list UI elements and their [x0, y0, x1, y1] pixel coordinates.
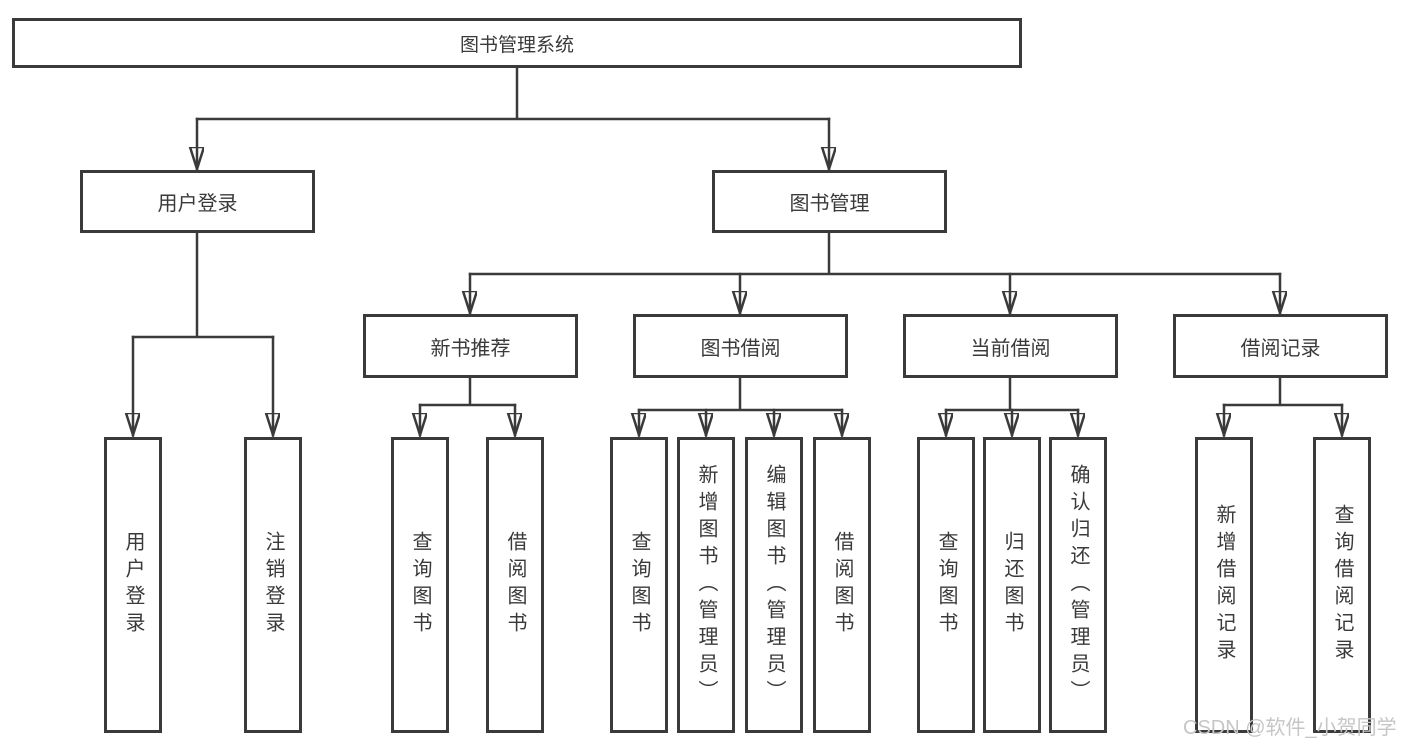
node-book-borrowing: 图书借阅 — [633, 314, 848, 378]
node-user-login: 用户登录 — [80, 170, 315, 233]
leaf-borrow-books-newbook: 借阅图书 — [486, 437, 544, 733]
leaf-query-books-current: 查询图书 — [917, 437, 975, 733]
node-label: 编辑图书（管理员） — [763, 463, 785, 707]
edge-borrow-records-children — [1224, 376, 1342, 435]
node-label: 查询图书 — [628, 531, 650, 639]
node-label: 注销登录 — [262, 531, 284, 639]
leaf-return-books: 归还图书 — [983, 437, 1041, 733]
edge-new-book-children — [420, 376, 515, 435]
edge-book-management-children — [470, 231, 1280, 313]
edge-root-to-branches — [197, 66, 829, 169]
edge-user-login-children — [133, 231, 273, 435]
leaf-add-borrow-record: 新增借阅记录 — [1195, 437, 1253, 733]
node-label: 用户登录 — [122, 531, 144, 639]
node-label: 新增借阅记录 — [1213, 504, 1235, 666]
edge-book-borrow-children — [639, 376, 842, 435]
leaf-logout: 注销登录 — [244, 437, 302, 733]
leaf-confirm-return-admin: 确认归还（管理员） — [1049, 437, 1107, 733]
leaf-borrow-books: 借阅图书 — [813, 437, 871, 733]
leaf-add-books-admin: 新增图书（管理员） — [677, 437, 735, 733]
node-book-management: 图书管理 — [712, 170, 947, 233]
csdn-watermark: CSDN @软件_小贺同学 — [1183, 717, 1397, 739]
leaf-user-login: 用户登录 — [104, 437, 162, 733]
node-label: 查询图书 — [409, 531, 431, 639]
node-label: 借阅图书 — [831, 531, 853, 639]
node-label: 新增图书（管理员） — [695, 463, 717, 707]
edge-current-borrow-children — [946, 376, 1078, 435]
leaf-query-books-borrow: 查询图书 — [610, 437, 668, 733]
node-library-management-system: 图书管理系统 — [12, 18, 1022, 68]
node-current-borrowing: 当前借阅 — [903, 314, 1118, 378]
node-label: 确认归还（管理员） — [1067, 463, 1089, 707]
node-label: 归还图书 — [1001, 531, 1023, 639]
leaf-query-books-newbook: 查询图书 — [391, 437, 449, 733]
node-label: 查询借阅记录 — [1331, 504, 1353, 666]
node-borrowing-records: 借阅记录 — [1173, 314, 1388, 378]
node-label: 查询图书 — [935, 531, 957, 639]
node-label: 借阅图书 — [504, 531, 526, 639]
leaf-edit-books-admin: 编辑图书（管理员） — [745, 437, 803, 733]
node-new-book-recommendation: 新书推荐 — [363, 314, 578, 378]
leaf-query-borrow-record: 查询借阅记录 — [1313, 437, 1371, 733]
